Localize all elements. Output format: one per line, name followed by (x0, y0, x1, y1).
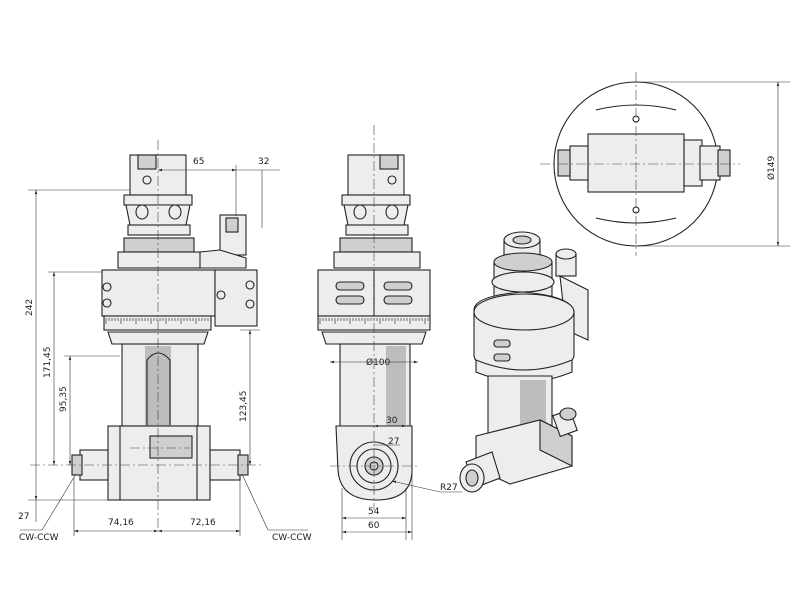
dim-65: 65 (193, 157, 204, 167)
dim-72-16: 72,16 (190, 518, 216, 528)
dim-r27: R27 (440, 483, 458, 493)
dim-54: 54 (368, 507, 380, 517)
dim-95-35: 95,35 (59, 386, 69, 412)
dim-60: 60 (368, 521, 380, 531)
front-dimensions: 65 32 242 171,45 95,35 123,45 27 74,16 7… (18, 157, 312, 543)
dim-74-16: 74,16 (108, 518, 134, 528)
dim-30: 30 (386, 416, 398, 426)
front-view (30, 140, 262, 530)
dim-32: 32 (258, 157, 269, 167)
side-dimensions: Ø100 30 27 R27 54 60 (330, 357, 462, 540)
isometric-view (459, 231, 589, 493)
dim-27: 27 (18, 512, 29, 522)
top-view: Ø149 (540, 72, 790, 256)
scale-ring-side (319, 318, 429, 324)
rotation-label-right: CW-CCW (272, 533, 312, 543)
dim-27-side: 27 (388, 437, 399, 447)
dim-dia149: Ø149 (766, 155, 777, 180)
dim-171-45: 171,45 (43, 347, 53, 379)
dim-123-45: 123,45 (239, 391, 249, 423)
dim-dia100: Ø100 (366, 357, 391, 368)
scale-ring-front (105, 318, 209, 324)
side-view (317, 125, 431, 510)
dim-242: 242 (25, 299, 35, 316)
rotation-label-left: CW-CCW (19, 533, 59, 543)
